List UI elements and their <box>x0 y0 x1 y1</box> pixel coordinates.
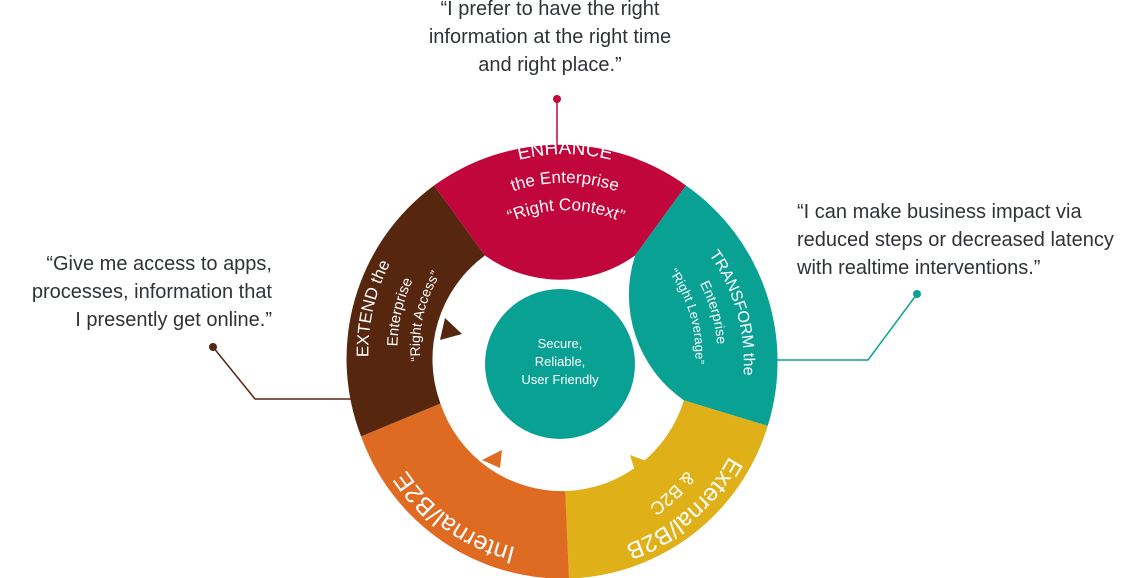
segment-enhance <box>434 144 686 280</box>
arrow-notch-external <box>630 455 652 475</box>
quote-left-line-1: “Give me access to apps, <box>46 253 272 275</box>
segment-internal <box>361 403 569 578</box>
center-line-3: User Friendly <box>521 372 599 387</box>
quote-right-line-2: reduced steps or decreased latency <box>797 229 1114 251</box>
center-circle <box>485 289 635 439</box>
label-enhance: ENHANCE the Enterprise “Right Context” <box>505 138 628 226</box>
quote-left-line-3: I presently get online.” <box>75 309 272 331</box>
quote-right-line-1: “I can make business impact via <box>797 201 1082 223</box>
segment-extend <box>346 185 485 437</box>
quote-top: “I prefer to have the right information … <box>380 0 720 79</box>
ring <box>346 144 778 578</box>
segment-external <box>565 400 768 578</box>
quote-right-line-3: with realtime interventions.” <box>797 257 1041 279</box>
center-line-1: Secure, <box>538 336 583 351</box>
arrow-notch-internal <box>482 450 502 468</box>
connector-top-dot <box>553 95 561 103</box>
connector-right-dot <box>913 290 921 298</box>
connector-left-line <box>212 346 353 400</box>
quote-left: “Give me access to apps, processes, info… <box>0 250 272 334</box>
connector-left-dot <box>209 343 217 351</box>
quote-left-line-2: processes, information that <box>31 281 272 303</box>
center-line-2: Reliable, <box>535 354 586 369</box>
arrow-notch-enhance <box>548 240 572 258</box>
segment-transform <box>628 185 778 426</box>
connector-right-line <box>776 293 918 361</box>
arrow-notch-transform <box>667 310 683 334</box>
arrow-notch-extend <box>440 318 462 340</box>
ring-notches <box>440 240 683 475</box>
quote-top-line-1: “I prefer to have the right <box>440 0 660 20</box>
quote-top-line-3: and right place.” <box>478 54 622 76</box>
quote-top-line-2: information at the right time <box>428 26 672 48</box>
quote-right: “I can make business impact via reduced … <box>797 198 1147 282</box>
